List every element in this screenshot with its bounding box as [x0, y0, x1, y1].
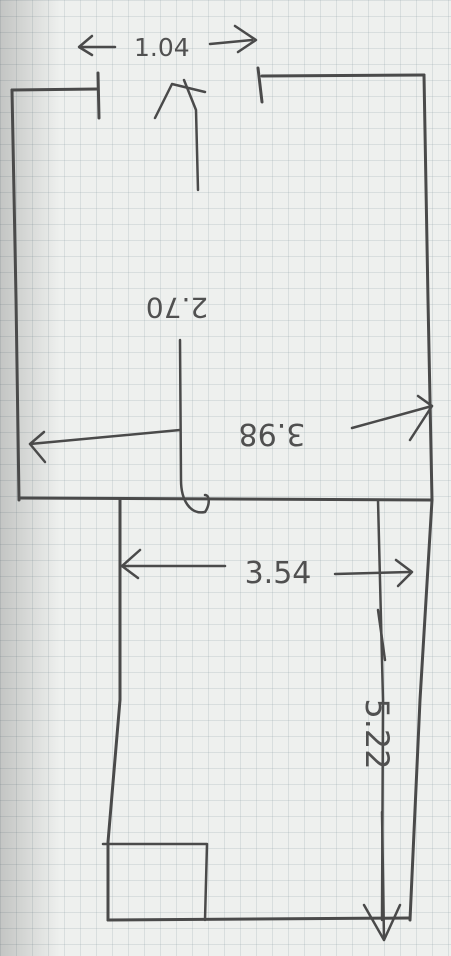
- corridor-width-line-right: [333, 570, 412, 576]
- opening-right-jamb: [256, 66, 264, 104]
- corridor-width-arrow-right-head: [394, 558, 414, 588]
- corridor-width-dimension: 3.54: [120, 548, 414, 591]
- room-width-line-left: [28, 428, 182, 446]
- room-width-label: 3.98: [239, 416, 306, 451]
- room-height-dimension: 2.70: [146, 291, 210, 514]
- opening-left-jamb: [96, 71, 101, 120]
- room-height-line: [178, 338, 210, 514]
- upper-room-outline: [10, 66, 434, 502]
- room-width-dimension: 3.98: [28, 394, 434, 464]
- corridor-bottom-wall: [106, 916, 412, 922]
- corridor-length-dimension: 5.22: [358, 608, 402, 942]
- opening-dimension: 1.04: [77, 24, 258, 62]
- left-wall: [10, 88, 21, 502]
- opening-arrow-right-head: [233, 24, 258, 54]
- corridor-right-wall: [408, 498, 434, 922]
- corridor-width-label: 3.54: [245, 556, 312, 591]
- top-wall-right: [260, 73, 426, 78]
- dividing-wall: [17, 496, 434, 502]
- corridor-length-line-top: [376, 608, 387, 662]
- opening-arrow-right-line: [208, 38, 254, 46]
- corridor-left-wall: [106, 498, 122, 922]
- opening-width-label: 1.04: [134, 33, 190, 62]
- room-width-arrow-left-head: [28, 430, 47, 464]
- room-height-label: 2.70: [146, 291, 208, 324]
- corridor-length-label: 5.22: [358, 698, 396, 769]
- corridor-length-arrow-head: [362, 903, 402, 942]
- entry-arrow-head: [153, 82, 207, 120]
- opening-arrow-left-head: [77, 34, 94, 57]
- paper-shadow: [0, 0, 60, 956]
- corridor-width-arrow-left-head: [120, 548, 142, 580]
- small-square: [101, 842, 209, 922]
- room-width-arrow-right-head: [408, 394, 434, 442]
- entry-arrow-shaft: [182, 78, 200, 192]
- top-wall-left: [10, 87, 100, 92]
- corridor-length-line-bottom: [380, 810, 386, 942]
- entry-arrow: [153, 78, 207, 192]
- right-wall: [422, 73, 434, 502]
- room-width-line-right: [350, 404, 434, 430]
